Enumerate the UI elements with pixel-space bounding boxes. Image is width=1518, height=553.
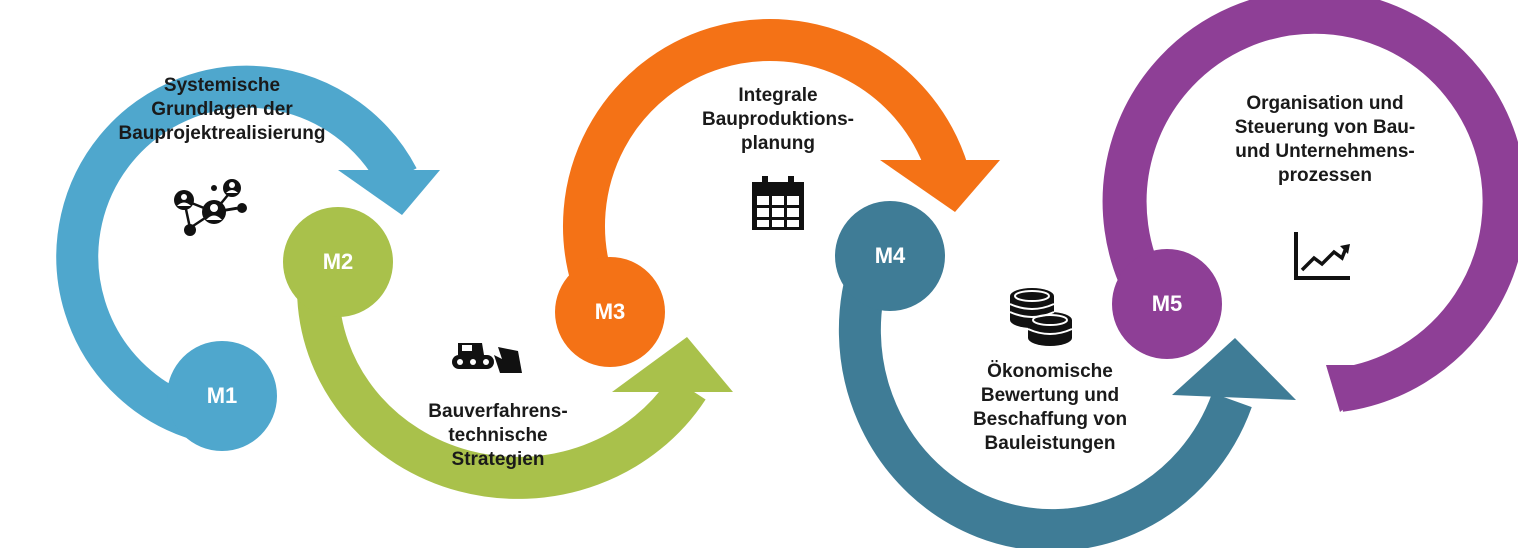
network-people-icon	[174, 179, 247, 236]
m3-title: Integrale Bauproduktions- planung	[702, 85, 854, 154]
m3-arc	[562, 18, 969, 287]
m2-badge	[283, 207, 393, 317]
m2-arrowhead	[612, 337, 733, 392]
m5-badge	[1112, 249, 1222, 359]
m5-tail	[1326, 365, 1360, 412]
m4-arrowhead	[1172, 338, 1296, 400]
m3-badge	[555, 257, 665, 367]
m2-title: Bauverfahrens- technische Strategien	[428, 401, 568, 470]
m5-arc	[1102, 0, 1518, 412]
m4-badge	[835, 201, 945, 311]
m1-badge-label: M1	[206, 383, 238, 408]
m4-badge-label: M4	[874, 243, 906, 268]
calendar-icon	[752, 176, 804, 230]
m1-badge	[167, 341, 277, 451]
m5-title: Organisation und Steuerung von Bau- und …	[1234, 93, 1416, 186]
m1-arc	[56, 65, 417, 441]
m3-arrowhead	[880, 160, 1000, 212]
trend-chart-icon	[1294, 232, 1350, 280]
bulldozer-icon	[452, 343, 522, 373]
m5-badge-label: M5	[1151, 291, 1183, 316]
m4-arc	[838, 252, 1252, 552]
m3-badge-label: M3	[594, 299, 626, 324]
m1-title: Systemische Grundlagen der Bauprojektrea…	[118, 75, 326, 144]
coins-icon	[1009, 288, 1073, 346]
m4-title: Ökonomische Bewertung und Beschaffung vo…	[972, 361, 1128, 454]
m2-arc	[297, 289, 706, 499]
m2-badge-label: M2	[322, 249, 354, 274]
m1-arrowhead	[338, 170, 440, 215]
